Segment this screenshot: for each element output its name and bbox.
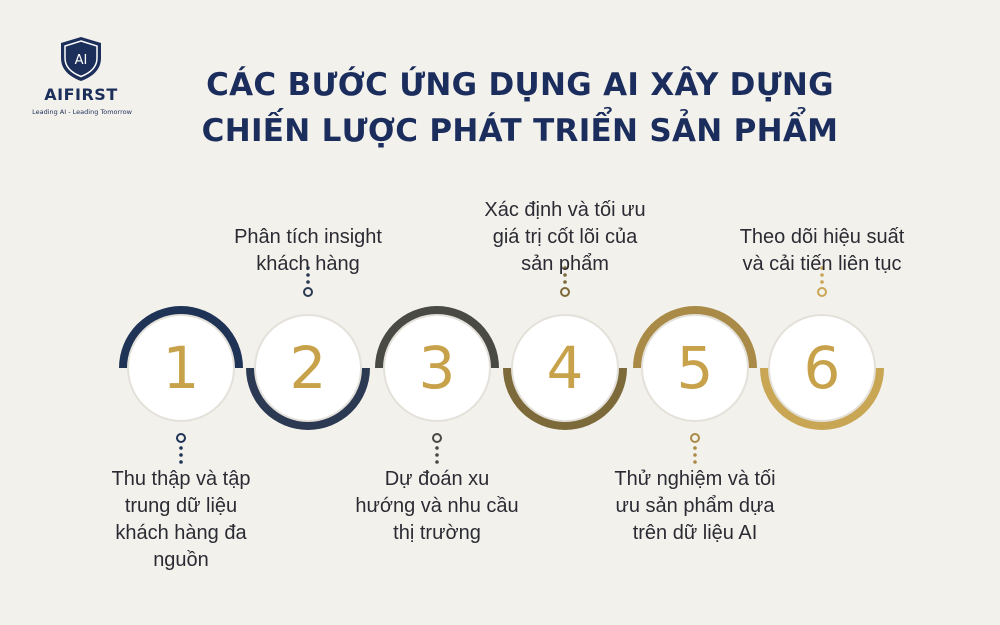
connector-dot [435,460,439,464]
step-1: 1 [119,306,243,464]
label-line: thị trường [393,522,481,544]
shield-logo-icon: AI [61,37,101,81]
step-circle [770,316,874,420]
connector-ring [432,433,442,443]
step-circle [513,316,617,420]
connector-ring [176,433,186,443]
connector-dot [820,273,824,277]
connector-dot [563,273,567,277]
label-line: và cải tiến liên tục [742,253,902,275]
connector-ring [560,287,570,297]
step-6-label: Theo dõi hiệu suất và cải tiến liên tục [722,224,922,278]
connector-dot [306,273,310,277]
step-number: 6 [804,334,841,402]
step-number: 4 [547,334,584,402]
step-4-label: Xác định và tối ưu giá trị cốt lõi của sản… [465,197,665,278]
connector-dot [179,453,183,457]
label-line: hướng và nhu cầu [355,495,519,517]
label-line: sản phẩm [521,253,609,275]
step-4: 4 [503,266,627,430]
connector-dot [179,446,183,450]
step-circle [643,316,747,420]
step-number: 2 [290,334,327,402]
label-line: trên dữ liệu AI [632,522,758,544]
step-number: 5 [677,334,714,402]
connector-dot [435,453,439,457]
label-line: ưu sản phẩm dựa [615,495,775,517]
connector-ring [690,433,700,443]
brand-name: AIFIRST [44,85,118,104]
label-line: Phân tích insight [234,226,382,248]
logo-letters: AI [75,53,88,68]
label-line: khách hàng [256,253,360,275]
step-3: 3 [375,306,499,464]
page-title: CÁC BƯỚC ỨNG DỤNG AI XÂY DỰNG CHIẾN LƯỢC… [140,62,900,154]
connector-dot [693,453,697,457]
connector-dot [820,266,824,270]
step-1-label: Thu thập và tập trung dữ liệu khách hàng đ… [81,466,281,574]
label-line: khách hàng đa [115,522,247,544]
label-line: giá trị cốt lõi của [492,226,638,248]
connector-dot [306,280,310,284]
label-line: Dự đoán xu [384,468,490,490]
step-5: 5 [633,306,757,464]
step-5-label: Thử nghiệm và tối ưu sản phẩm dựa trên dữ … [595,466,795,547]
label-line: Thử nghiệm và tối [614,468,776,490]
connector-dot [435,446,439,450]
connector-dot [179,460,183,464]
label-line: Theo dõi hiệu suất [739,226,905,248]
step-3-label: Dự đoán xu hướng và nhu cầu thị trường [337,466,537,547]
step-circle [129,316,233,420]
step-number: 3 [419,334,456,402]
brand-tagline: Leading AI - Leading Tomorrow [32,108,132,116]
connector-dot [693,460,697,464]
connector-ring [303,287,313,297]
label-line: nguồn [153,549,209,571]
step-circle [385,316,489,420]
step-6: 6 [760,266,884,430]
title-line-1: CÁC BƯỚC ỨNG DỤNG AI XÂY DỰNG [206,67,834,103]
label-line: trung dữ liệu [124,495,238,517]
connector-dot [563,280,567,284]
label-line: Thu thập và tập [111,468,251,490]
step-number: 1 [163,334,200,402]
label-line: Xác định và tối ưu [484,199,646,221]
connector-dot [306,266,310,270]
step-2-label: Phân tích insight khách hàng [208,224,408,278]
step-circle [256,316,360,420]
connector-dot [693,446,697,450]
connector-ring [817,287,827,297]
step-2: 2 [246,266,370,430]
connector-dot [820,280,824,284]
connector-dot [563,266,567,270]
brand-logo: AI AIFIRST Leading AI - Leading Tomorrow [22,36,152,126]
title-line-2: CHIẾN LƯỢC PHÁT TRIỂN SẢN PHẨM [201,113,839,149]
